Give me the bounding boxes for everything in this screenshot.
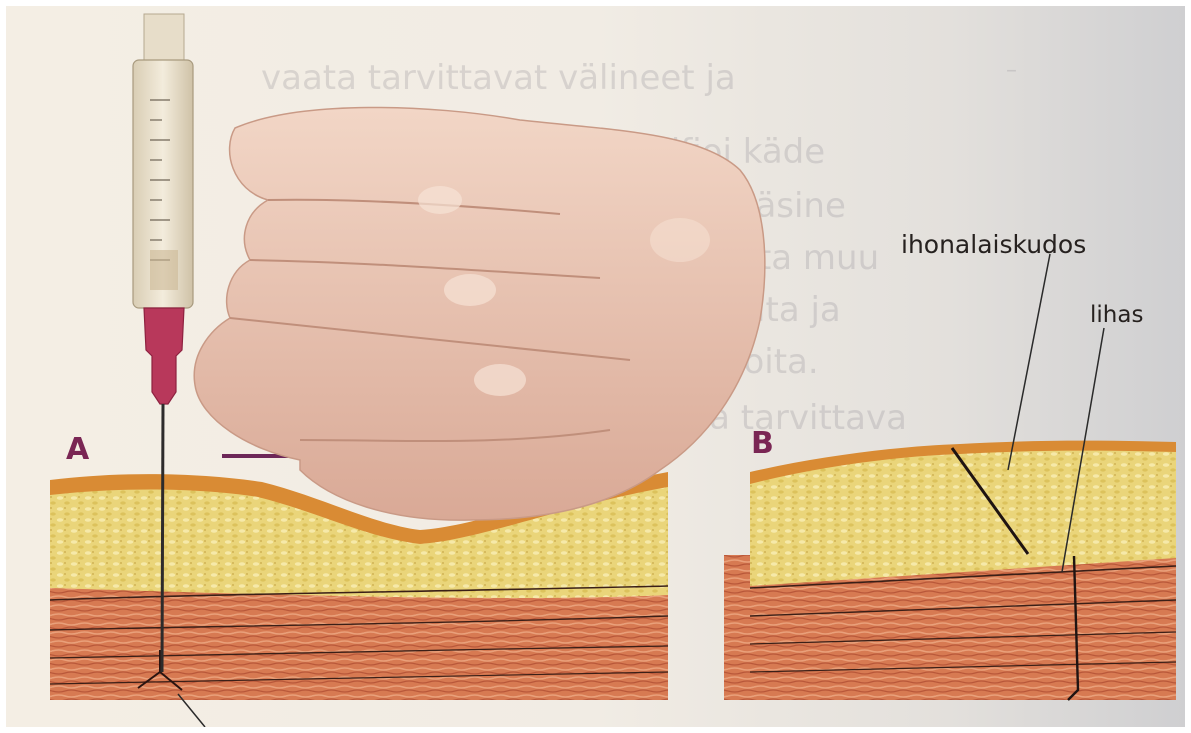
textbook-photo: – vaata tarvittavat välineet ja Desifioi… xyxy=(6,6,1185,727)
panel-a-letter: A xyxy=(66,432,89,467)
subcut-leader-line xyxy=(1008,254,1050,470)
label-subcutaneous-tissue: ihonalaiskudos xyxy=(901,230,1086,259)
panel-b-letter: B xyxy=(751,426,774,461)
panel-a-tissue xyxy=(50,472,668,727)
syringe-needle-hub xyxy=(144,308,184,404)
illustration xyxy=(6,6,1185,727)
panel-b-tissue xyxy=(724,441,1176,700)
pinching-hand xyxy=(194,107,765,520)
label-muscle: lihas xyxy=(1090,302,1143,328)
syringe-needle xyxy=(162,404,163,672)
